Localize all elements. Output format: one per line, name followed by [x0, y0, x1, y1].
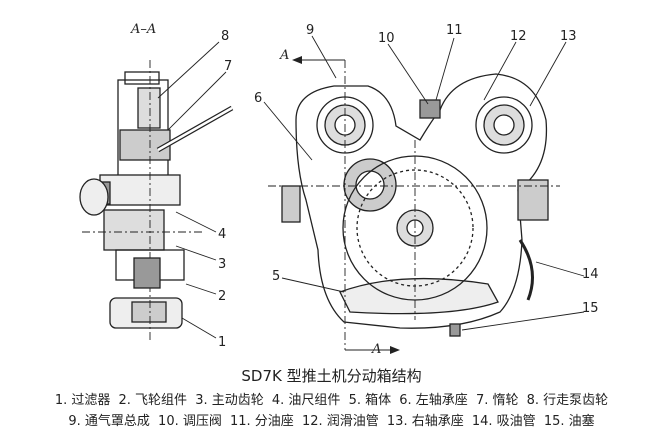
legend-item-3: 3. 主动齿轮 [195, 393, 264, 408]
callout-10: 10 [378, 31, 395, 46]
callout-5: 5 [272, 269, 281, 284]
legend-item-6: 6. 左轴承座 [399, 393, 468, 408]
callout-14: 14 [582, 267, 599, 282]
legend-row-1: 1. 过滤器 2. 飞轮组件 3. 主动齿轮 4. 油尺组件 5. 箱体 6. … [0, 389, 663, 408]
callout-11: 11 [446, 23, 463, 38]
gearbox-drawing [79, 35, 585, 354]
callout-13: 13 [560, 29, 577, 44]
callout-6: 6 [254, 91, 263, 106]
legend-item-7: 7. 惰轮 [475, 393, 519, 408]
legend-item-12: 12. 润滑油管 [301, 414, 379, 429]
legend-item-2: 2. 飞轮组件 [118, 393, 188, 408]
callout-15: 15 [582, 301, 599, 316]
callout-8: 8 [221, 29, 230, 44]
section-mark-bottom: A [372, 342, 382, 357]
legend-item-4: 4. 油尺组件 [271, 393, 341, 408]
legend-item-8: 8. 行走泵齿轮 [526, 393, 609, 408]
callout-7: 7 [224, 59, 233, 74]
section-mark-top: A [280, 48, 290, 63]
callout-1: 1 [218, 335, 227, 350]
callout-3: 3 [218, 257, 227, 272]
front-view [263, 35, 585, 354]
callout-2: 2 [218, 289, 227, 304]
legend-item-10: 10. 调压阀 [158, 414, 222, 429]
legend-item-5: 5. 箱体 [348, 393, 392, 408]
callout-4: 4 [218, 227, 227, 242]
legend-item-1: 1. 过滤器 [54, 393, 111, 408]
callout-12: 12 [510, 29, 527, 44]
section-label: A–A [131, 22, 157, 37]
legend-item-13: 13. 右轴承座 [386, 414, 464, 429]
legend-item-11: 11. 分油座 [230, 414, 294, 429]
legend-item-15: 15. 油塞 [543, 414, 595, 429]
legend-item-14: 14. 吸油管 [471, 414, 536, 429]
legend-item-9: 9. 通气罩总成 [68, 414, 150, 429]
legend-row-2: 9. 通气罩总成 10. 调压阀 11. 分油座 12. 润滑油管 13. 右轴… [0, 410, 663, 429]
callout-9: 9 [306, 23, 315, 38]
figure-caption: SD7K 型推土机分动箱结构 [241, 367, 422, 385]
section-view [79, 41, 234, 340]
